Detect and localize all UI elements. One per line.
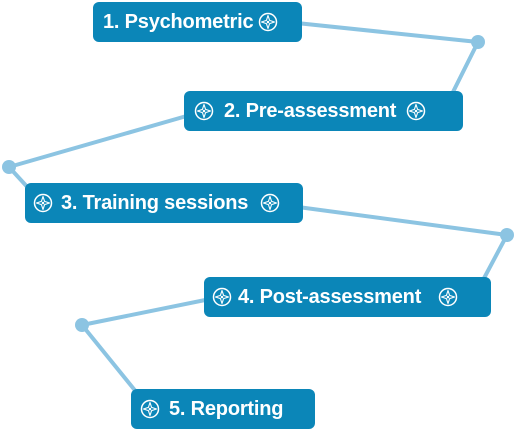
compass-icon xyxy=(33,193,53,213)
step-2-label: 2. Pre-assessment xyxy=(224,99,397,122)
step-1-label: 1. Psychometric xyxy=(103,10,254,33)
step-1-psychometric[interactable]: 1. Psychometric xyxy=(93,2,302,42)
junction-dot xyxy=(471,35,485,49)
junction-dot xyxy=(500,228,514,242)
step-4-label: 4. Post-assessment xyxy=(238,285,422,308)
step-5-label: 5. Reporting xyxy=(169,397,284,420)
compass-icon xyxy=(194,101,214,121)
step-2-pre-assessment[interactable]: 2. Pre-assessment xyxy=(184,91,463,131)
compass-icon xyxy=(438,287,458,307)
junction-dot xyxy=(2,160,16,174)
compass-icon xyxy=(260,193,280,213)
compass-icon xyxy=(212,287,232,307)
junction-dot xyxy=(75,318,89,332)
step-4-post-assessment[interactable]: 4. Post-assessment xyxy=(204,277,491,317)
step-3-label: 3. Training sessions xyxy=(61,191,249,214)
step-3-training-sessions[interactable]: 3. Training sessions xyxy=(25,183,303,223)
compass-icon xyxy=(259,12,278,32)
step-5-reporting[interactable]: 5. Reporting xyxy=(131,389,315,429)
compass-icon xyxy=(407,101,426,121)
compass-icon xyxy=(140,399,160,419)
